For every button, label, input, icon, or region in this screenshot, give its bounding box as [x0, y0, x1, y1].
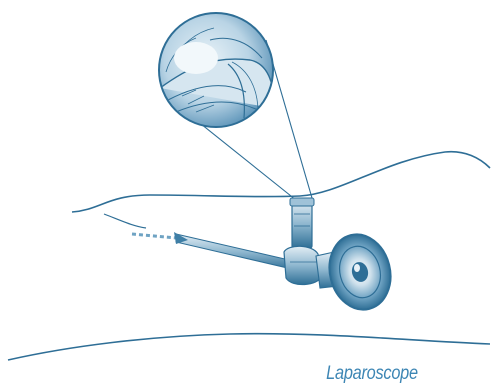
magnified-view-icon [159, 13, 273, 127]
instrument-internal-segment [132, 234, 176, 238]
laparoscope-icon [174, 198, 398, 316]
caption-label: Laparoscope [295, 363, 450, 385]
abdomen-inner-line [104, 214, 146, 228]
lower-body-outline [8, 334, 490, 360]
abdomen-outline [72, 152, 490, 212]
